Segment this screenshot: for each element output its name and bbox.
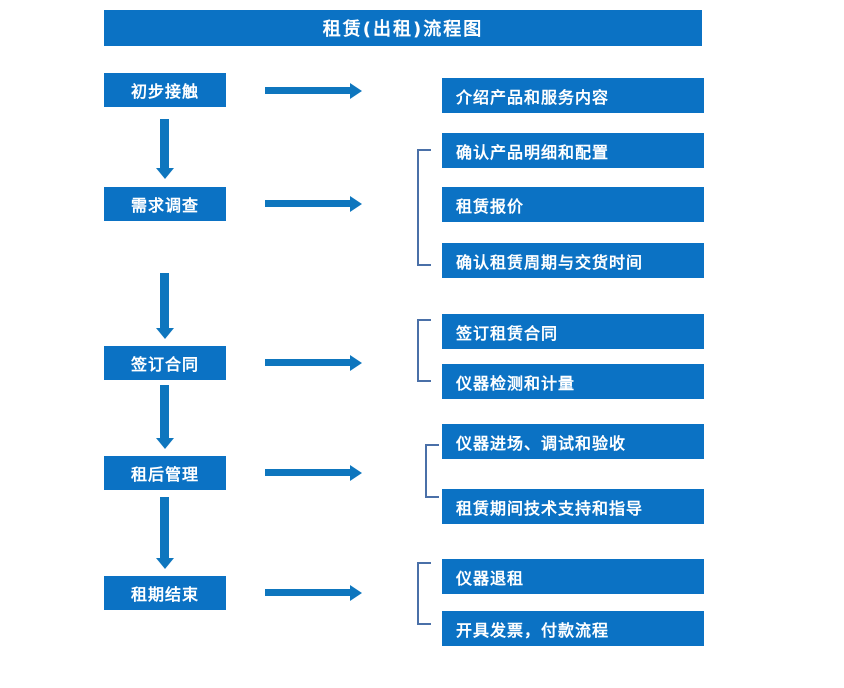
detail-box-开具发票付款流程[interactable]: 开具发票，付款流程 — [442, 611, 704, 646]
horizontal-arrow-2 — [265, 200, 351, 207]
detail-box-确认租赁周期与交货时间[interactable]: 确认租赁周期与交货时间 — [442, 243, 704, 278]
detail-box-签订租赁合同[interactable]: 签订租赁合同 — [442, 314, 704, 349]
group-bracket-租后管理 — [425, 444, 439, 498]
vertical-arrow-down-1 — [160, 119, 169, 169]
horizontal-arrow-5 — [265, 589, 351, 596]
vertical-arrow-down-3 — [160, 385, 169, 439]
horizontal-arrow-3 — [265, 359, 351, 366]
detail-box-租赁期间技术支持和指导[interactable]: 租赁期间技术支持和指导 — [442, 489, 704, 524]
group-bracket-需求调查 — [417, 149, 431, 266]
detail-box-仪器进场调试和验收[interactable]: 仪器进场、调试和验收 — [442, 424, 704, 459]
detail-box-确认产品明细和配置[interactable]: 确认产品明细和配置 — [442, 133, 704, 168]
stage-box-租后管理[interactable]: 租后管理 — [104, 456, 226, 490]
detail-box-仪器退租[interactable]: 仪器退租 — [442, 559, 704, 594]
group-bracket-签订合同 — [417, 319, 431, 382]
detail-box-租赁报价[interactable]: 租赁报价 — [442, 187, 704, 222]
detail-box-仪器检测和计量[interactable]: 仪器检测和计量 — [442, 364, 704, 399]
horizontal-arrow-4 — [265, 469, 351, 476]
diagram-title: 租赁(出租)流程图 — [104, 10, 702, 46]
group-bracket-租期结束 — [417, 562, 431, 625]
stage-box-租期结束[interactable]: 租期结束 — [104, 576, 226, 610]
vertical-arrow-down-2 — [160, 273, 169, 329]
detail-box-介绍产品和服务内容[interactable]: 介绍产品和服务内容 — [442, 78, 704, 113]
stage-box-需求调查[interactable]: 需求调查 — [104, 187, 226, 221]
stage-box-初步接触[interactable]: 初步接触 — [104, 73, 226, 107]
stage-box-签订合同[interactable]: 签订合同 — [104, 346, 226, 380]
horizontal-arrow-1 — [265, 87, 351, 94]
vertical-arrow-down-4 — [160, 497, 169, 559]
